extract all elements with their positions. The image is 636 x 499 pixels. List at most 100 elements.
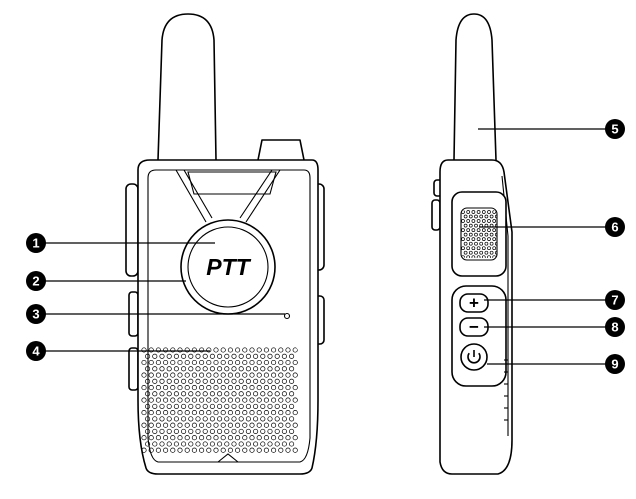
grille-hole	[141, 385, 147, 391]
grille-hole	[285, 385, 291, 391]
grille-hole	[231, 391, 237, 397]
grille-hole	[181, 353, 187, 359]
grille-hole	[191, 359, 197, 366]
grille-hole	[170, 422, 176, 428]
grille-hole	[209, 403, 215, 409]
grille-hole	[271, 435, 277, 441]
grille-hole	[249, 359, 255, 366]
grille-hole	[184, 435, 190, 441]
grille-hole	[278, 397, 284, 403]
grille-hole	[209, 353, 215, 359]
grille-hole	[281, 441, 287, 447]
callout-3: 3	[26, 304, 46, 324]
grille-hole	[285, 347, 291, 353]
ptt-label: PTT	[206, 254, 251, 280]
grille-hole	[242, 347, 248, 353]
grille-hole	[213, 435, 219, 441]
grille-hole	[173, 378, 179, 384]
callout-5: 5	[605, 119, 625, 139]
grille-hole	[278, 347, 284, 353]
grille-hole	[466, 255, 471, 258]
side-ptt-key[interactable]	[460, 207, 498, 261]
front-yoke-inner	[183, 169, 273, 219]
grille-hole	[481, 246, 486, 251]
volume-up-button[interactable]	[459, 293, 489, 313]
side-view: + −	[431, 13, 513, 475]
grille-hole	[209, 366, 215, 372]
grille-hole	[271, 397, 277, 403]
grille-hole	[242, 397, 248, 403]
grille-hole	[260, 441, 266, 447]
grille-hole	[245, 391, 251, 397]
grille-hole	[267, 403, 273, 409]
front-top-tab	[257, 139, 305, 161]
grille-hole	[173, 403, 179, 409]
grille-hole	[249, 410, 255, 416]
grille-hole	[206, 359, 212, 366]
grille-hole	[188, 378, 194, 384]
grille-hole	[489, 250, 494, 255]
grille-hole	[263, 447, 269, 453]
grille-hole	[292, 410, 298, 416]
grille-hole	[479, 214, 484, 219]
grille-hole	[152, 366, 158, 372]
grille-hole	[181, 391, 187, 397]
grille-hole	[188, 416, 194, 422]
grille-hole	[292, 372, 298, 378]
grille-hole	[166, 353, 172, 359]
grille-hole	[163, 410, 169, 416]
grille-hole	[281, 403, 287, 409]
grille-hole	[256, 359, 262, 366]
grille-hole	[267, 378, 273, 384]
grille-hole	[209, 441, 215, 447]
grille-hole	[245, 366, 251, 372]
grille-hole	[487, 228, 491, 232]
grille-hole	[217, 441, 223, 447]
grille-hole	[245, 441, 251, 447]
grille-hole	[152, 441, 158, 447]
grille-hole	[494, 214, 497, 219]
grille-hole	[484, 250, 489, 255]
grille-hole	[188, 366, 194, 372]
ptt-button[interactable]	[187, 226, 269, 308]
grille-hole	[206, 347, 212, 353]
grille-hole	[181, 378, 187, 384]
grille-hole	[202, 441, 208, 447]
callout-1: 1	[26, 233, 46, 253]
grille-hole	[206, 385, 212, 391]
grille-hole	[227, 447, 233, 453]
grille-hole	[159, 441, 165, 447]
grille-hole	[163, 359, 169, 366]
grille-hole	[209, 428, 215, 434]
grille-hole	[292, 397, 298, 403]
grille-hole	[181, 403, 187, 409]
grille-hole	[471, 210, 476, 214]
grille-hole	[253, 391, 259, 397]
grille-hole	[271, 359, 277, 366]
grille-hole	[231, 441, 237, 447]
grille-hole	[242, 410, 248, 416]
front-left-side-lower	[128, 347, 139, 391]
grille-hole	[476, 228, 481, 232]
grille-hole	[289, 416, 295, 422]
grille-hole	[224, 378, 230, 384]
grille-hole	[159, 366, 165, 372]
grille-hole	[245, 353, 251, 359]
grille-hole	[263, 410, 269, 416]
grille-hole	[253, 378, 259, 384]
grille-hole	[466, 228, 471, 232]
grille-hole	[217, 378, 223, 384]
grille-hole	[191, 435, 197, 441]
grille-hole	[217, 366, 223, 372]
grille-hole	[231, 366, 237, 372]
grille-hole	[463, 214, 468, 219]
grille-hole	[231, 428, 237, 434]
grille-hole	[170, 359, 176, 366]
grille-hole	[202, 403, 208, 409]
grille-hole	[227, 397, 233, 403]
power-icon	[467, 350, 481, 364]
grille-hole	[170, 410, 176, 416]
grille-hole	[461, 228, 465, 232]
grille-hole	[487, 210, 491, 214]
grille-hole	[238, 428, 244, 434]
